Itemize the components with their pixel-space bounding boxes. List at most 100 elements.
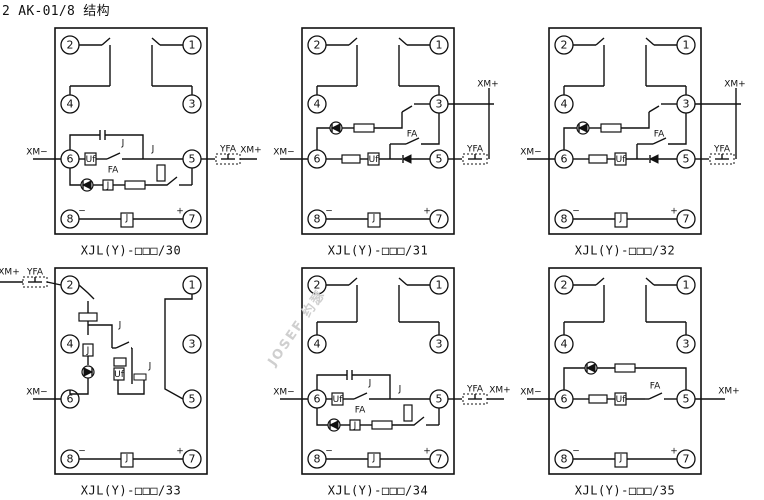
aux-label: J	[372, 214, 376, 224]
terminal-number: 5	[683, 393, 690, 406]
resistor	[120, 212, 134, 228]
terminal-4: 4	[307, 94, 327, 114]
terminal-7: 7	[429, 209, 449, 229]
relay-frame	[54, 267, 208, 475]
panel-caption: XJL(Y)-□□□/35	[575, 484, 675, 498]
wire	[401, 105, 413, 113]
fa-label: FA	[108, 166, 119, 176]
wire	[563, 367, 585, 390]
component-label: Uf	[616, 395, 627, 405]
terminal-5: 5	[429, 149, 449, 169]
terminal-number: 8	[67, 213, 74, 226]
aux-label: J	[125, 214, 129, 224]
wire	[422, 113, 440, 145]
wire	[563, 127, 577, 150]
panel-caption: XJL(Y)-□□□/30	[81, 244, 181, 258]
resistor	[367, 212, 381, 228]
relay-j-label: J	[118, 321, 122, 331]
yfa-switch: YFA	[709, 145, 735, 165]
terminal-3: 3	[676, 94, 696, 114]
wire	[392, 416, 425, 426]
relay-frame	[301, 267, 455, 475]
terminal-7: 7	[429, 449, 449, 469]
terminal-1: 1	[182, 275, 202, 295]
wire	[405, 137, 420, 145]
yfa-label: YFA	[219, 145, 237, 155]
terminal-number: 8	[314, 213, 321, 226]
terminal-8: 8	[307, 449, 327, 469]
terminal-3: 3	[676, 334, 696, 354]
yfa-label: YFA	[713, 145, 731, 155]
wire	[69, 134, 100, 150]
terminal-number: 8	[561, 213, 568, 226]
terminal-5: 5	[182, 149, 202, 169]
resistor	[113, 367, 125, 381]
wire	[69, 168, 81, 186]
terminal-circle	[182, 334, 202, 354]
terminal-number: 3	[189, 338, 196, 351]
terminal-number: 1	[189, 39, 196, 52]
terminal-number: 6	[561, 153, 568, 166]
terminal-7: 7	[676, 209, 696, 229]
terminal-8: 8	[554, 449, 574, 469]
plus-mark: +	[670, 207, 678, 217]
terminal-4: 4	[60, 334, 80, 354]
xm-minus-label: XM−	[520, 148, 541, 158]
yfa-switch: YFA	[462, 385, 488, 405]
component-label: Uf	[114, 370, 125, 380]
terminal-number: 6	[561, 393, 568, 406]
terminal-number: 6	[67, 153, 74, 166]
terminal-2: 2	[554, 275, 574, 295]
wire	[398, 37, 408, 46]
terminal-number: 1	[436, 279, 443, 292]
diode-symbol	[577, 123, 588, 133]
relay-j-label: J	[121, 139, 125, 149]
xm-plus-label: XM+	[0, 268, 20, 278]
relay-frame	[54, 27, 208, 235]
wire	[635, 367, 687, 390]
wire	[353, 392, 368, 400]
wire	[46, 281, 62, 286]
terminal-1: 1	[182, 35, 202, 55]
terminal-number: 6	[314, 153, 321, 166]
terminal-3: 3	[182, 94, 202, 114]
terminal-number: 2	[314, 279, 321, 292]
terminal-number: 8	[67, 453, 74, 466]
terminal-number: 2	[314, 39, 321, 52]
xm-minus-label: XM−	[26, 148, 47, 158]
relay-frame	[301, 27, 455, 235]
wire	[145, 176, 178, 186]
minus-mark: −	[572, 447, 580, 457]
wire	[164, 294, 193, 400]
wire	[88, 324, 113, 348]
xm-plus-label: XM+	[489, 386, 510, 396]
plus-mark: +	[176, 447, 184, 457]
wire	[316, 127, 330, 150]
wire	[78, 284, 95, 300]
xm-plus-label: XM+	[724, 80, 745, 90]
capacitor	[133, 373, 147, 381]
wire	[648, 105, 660, 113]
wire	[352, 374, 391, 399]
terminal-number: 1	[683, 279, 690, 292]
terminal-number: 3	[436, 338, 443, 351]
component-label: Uf	[86, 155, 97, 165]
terminal-7: 7	[182, 449, 202, 469]
terminal-2: 2	[307, 35, 327, 55]
relay-j-label: J	[368, 379, 372, 389]
terminal-number: 3	[189, 98, 196, 111]
aux-label: J	[372, 454, 376, 464]
xm-plus-label: XM+	[477, 80, 498, 90]
yfa-switch: YFA	[462, 145, 488, 165]
terminal-5: 5	[676, 389, 696, 409]
component-label: Uf	[369, 155, 380, 165]
aux-label: J	[619, 454, 623, 464]
panel-caption: XJL(Y)-□□□/34	[328, 484, 428, 498]
wire	[106, 152, 121, 160]
wire	[117, 380, 145, 395]
